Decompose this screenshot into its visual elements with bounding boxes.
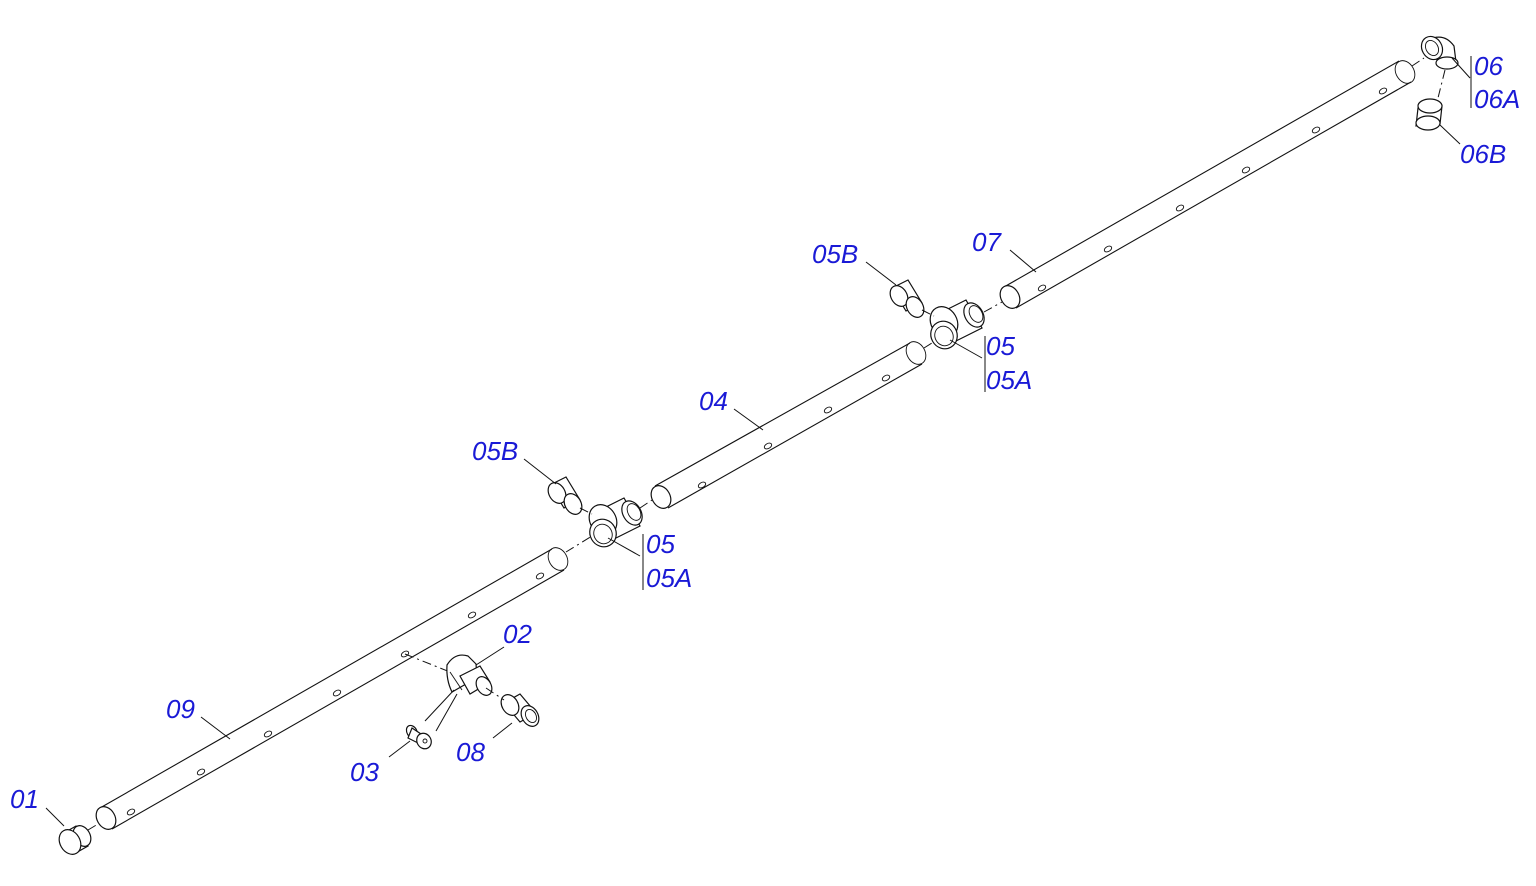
leader-09 [200, 716, 231, 740]
leader-04 [733, 408, 764, 431]
pipe-07 [999, 60, 1416, 309]
tee-fitting-05-lower [588, 497, 643, 548]
axis-07 [983, 301, 1003, 313]
label-04: 04 [699, 386, 728, 416]
elbow-fitting-06 [1420, 35, 1459, 70]
bushing-05B-lower [547, 476, 583, 515]
connector-08 [500, 693, 540, 727]
fitting-02 [446, 654, 493, 696]
label-01: 01 [10, 784, 39, 814]
label-03: 03 [350, 757, 379, 787]
axis-05B-lower [579, 507, 593, 515]
leader-03b [435, 693, 458, 732]
axis-04b [923, 337, 941, 349]
leader-03a [424, 689, 455, 722]
end-cap-01 [58, 825, 92, 855]
axis-tee-lower [565, 535, 593, 553]
leader-02 [475, 646, 505, 666]
bushing-05B-upper [889, 279, 925, 318]
label-05-upper: 05 [986, 331, 1015, 361]
pipe-04 [650, 341, 927, 509]
bolt-03 [405, 724, 432, 750]
label-05B-upper: 05B [812, 239, 858, 269]
leader-08 [492, 722, 513, 739]
label-05B-lower: 05B [472, 436, 518, 466]
label-05-lower: 05 [646, 529, 675, 559]
leader-06B [1439, 124, 1461, 145]
label-02: 02 [503, 619, 532, 649]
leader-05B-lower [523, 458, 557, 485]
axis-02 [404, 653, 451, 673]
label-05A-lower: 05A [646, 563, 692, 593]
leader-06 [1451, 57, 1471, 79]
bushing-06B [1415, 98, 1443, 131]
axis-01 [87, 823, 99, 831]
pipe-09 [95, 547, 569, 830]
tee-fitting-05-upper [929, 299, 985, 350]
label-06A: 06A [1474, 84, 1520, 114]
leader-05B-upper [865, 261, 897, 286]
axis-08 [485, 687, 505, 701]
axis-06 [1411, 57, 1425, 67]
label-09: 09 [166, 694, 195, 724]
leader-05-lower [607, 537, 641, 557]
leader-07 [1009, 249, 1037, 273]
label-05A-upper: 05A [986, 365, 1032, 395]
label-06B: 06B [1460, 139, 1506, 169]
axis-05B-upper [921, 309, 935, 317]
label-08: 08 [456, 737, 485, 767]
leader-03 [388, 740, 411, 758]
axis-06B [1437, 69, 1446, 99]
label-07: 07 [972, 227, 1002, 257]
leader-05-upper [949, 339, 983, 359]
label-06: 06 [1474, 51, 1503, 81]
axis-04a [639, 499, 653, 509]
leader-01 [45, 807, 65, 827]
